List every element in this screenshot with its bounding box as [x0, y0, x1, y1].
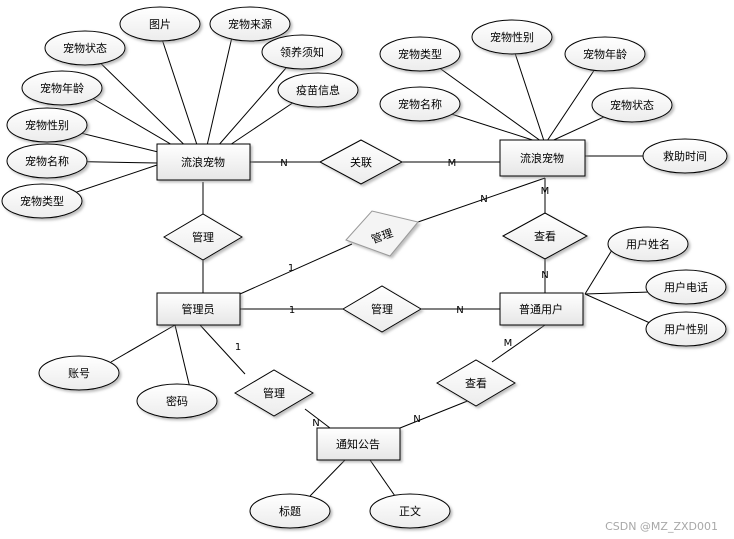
card-view-user: N: [541, 270, 548, 281]
attr-pet-vaccine: 疫苗信息: [277, 72, 359, 108]
attr-rpet-name: 宠物名称: [379, 86, 461, 122]
card-mid-admin: 1: [289, 305, 295, 316]
card-viewnotice-user: M: [504, 338, 513, 349]
attribute-label: 宠物性别: [25, 118, 69, 132]
attr-pet-gender: 宠物性别: [6, 107, 88, 143]
attr-rpet-status: 宠物状态: [591, 87, 673, 123]
attribute-label: 用户性别: [664, 322, 708, 336]
attribute-label: 宠物名称: [25, 154, 69, 168]
attr-rpet-age: 宠物年龄: [564, 36, 646, 72]
entity-user: 普通用户: [499, 292, 584, 326]
card-notice-admin: 1: [235, 342, 241, 353]
attr-user-gender: 用户性别: [645, 311, 727, 347]
entity-label: 流浪宠物: [181, 155, 225, 169]
card-diag-admin: 1: [288, 263, 294, 274]
entity-label: 管理员: [182, 302, 215, 316]
attribute-label: 救助时间: [663, 149, 707, 163]
attr-rpet-type: 宠物类型: [379, 36, 461, 72]
entity-stray-pet-right: 流浪宠物: [499, 139, 586, 177]
relationship-label: 查看: [465, 376, 487, 390]
attr-admin-account: 账号: [38, 355, 120, 391]
attr-notice-body: 正文: [369, 493, 451, 529]
entity-label: 普通用户: [519, 302, 563, 316]
card-viewnotice-notice: N: [413, 414, 420, 425]
card-view-pet: M: [541, 186, 550, 197]
attr-pet-photo: 图片: [119, 6, 201, 42]
attribute-label: 用户电话: [664, 280, 708, 294]
attr-admin-password: 密码: [136, 383, 218, 419]
attribute-label: 账号: [68, 367, 90, 380]
attribute-label: 疫苗信息: [296, 83, 340, 97]
attr-pet-age: 宠物年龄: [21, 70, 103, 106]
card-notice-notice: N: [312, 418, 319, 429]
attribute-label: 宠物年龄: [583, 47, 627, 61]
entity-admin: 管理员: [156, 292, 241, 326]
attribute-label: 宠物来源: [228, 17, 272, 31]
entity-notice: 通知公告: [316, 427, 401, 461]
attribute-label: 领养须知: [280, 45, 324, 59]
entity-label: 流浪宠物: [520, 151, 564, 165]
relationship-label: 关联: [350, 155, 372, 169]
relationship-manage-mid: 管理: [342, 285, 422, 333]
relationship-manage-left: 管理: [163, 213, 243, 261]
attr-pet-name: 宠物名称: [6, 143, 88, 179]
attr-pet-source: 宠物来源: [209, 6, 291, 42]
attr-rpet-gender: 宠物性别: [471, 19, 553, 55]
entity-stray-pet-left: 流浪宠物: [156, 143, 251, 181]
relationship-manage-diag: 管理: [345, 210, 419, 257]
relationship-link: 关联: [318, 139, 404, 185]
attribute-label: 用户姓名: [626, 237, 670, 251]
attr-pet-status: 宠物状态: [44, 30, 126, 66]
attribute-label: 图片: [149, 18, 171, 31]
relationship-label: 查看: [534, 229, 556, 243]
watermark: CSDN @MZ_ZXD001: [605, 520, 718, 533]
attribute-label: 密码: [166, 394, 188, 408]
attribute-label: 宠物名称: [398, 97, 442, 111]
entity-label: 通知公告: [336, 437, 380, 451]
attribute-label: 标题: [279, 504, 301, 518]
card-diag-pet: N: [480, 194, 487, 205]
attribute-label: 宠物年龄: [40, 81, 84, 95]
relationship-label: 管理: [192, 230, 214, 244]
attribute-label: 宠物类型: [20, 194, 64, 208]
attr-rpet-rescue-time: 救助时间: [642, 138, 728, 174]
relationship-view-right: 查看: [501, 212, 589, 260]
card-link-right: M: [448, 158, 457, 169]
attr-user-name: 用户姓名: [607, 226, 689, 262]
attr-pet-type: 宠物类型: [1, 183, 83, 219]
attr-user-phone: 用户电话: [645, 269, 727, 305]
connector-lines: [47, 23, 690, 497]
relationship-view-notice: 查看: [436, 359, 516, 407]
card-link-left: N: [280, 158, 287, 169]
attribute-label: 宠物状态: [610, 98, 654, 112]
relationship-label: 管理: [371, 302, 393, 316]
attribute-label: 宠物类型: [398, 47, 442, 61]
relationship-label: 管理: [263, 386, 285, 400]
attribute-label: 宠物性别: [490, 30, 534, 44]
attribute-label: 正文: [399, 504, 421, 518]
cardinality-labels: N M 1 N M N 1 N 1 N N M: [235, 158, 550, 429]
relationship-manage-notice: 管理: [234, 369, 314, 417]
attr-pet-adopt-notice: 领养须知: [261, 34, 343, 70]
attr-notice-title: 标题: [249, 493, 331, 529]
card-mid-user: N: [456, 305, 463, 316]
attribute-label: 宠物状态: [63, 41, 107, 55]
